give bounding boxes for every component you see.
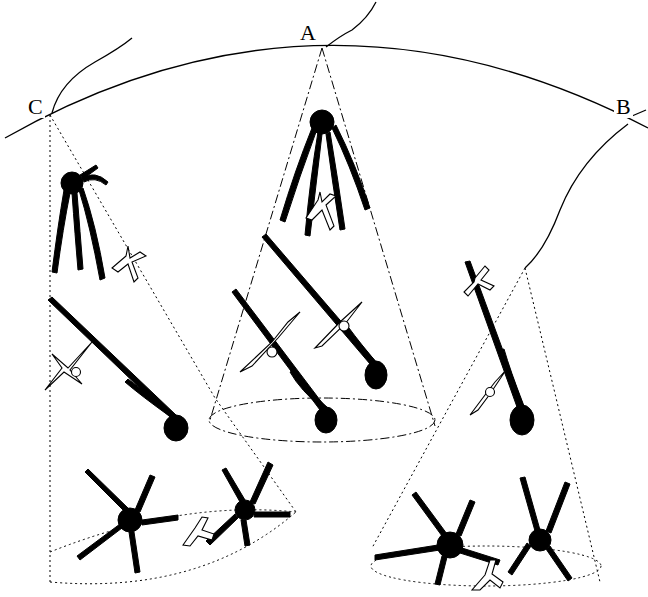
fibre xyxy=(326,2,376,47)
white-cells xyxy=(45,192,506,590)
fibre xyxy=(52,38,132,113)
surface-arc xyxy=(5,45,648,138)
point-label: A xyxy=(298,22,318,44)
point-label: C xyxy=(26,96,45,118)
cone-outline xyxy=(210,48,435,426)
point-label: B xyxy=(614,96,633,118)
black-neurons xyxy=(48,110,572,585)
cone-base xyxy=(50,510,296,584)
fibre xyxy=(525,124,628,268)
fibre xyxy=(632,110,646,116)
